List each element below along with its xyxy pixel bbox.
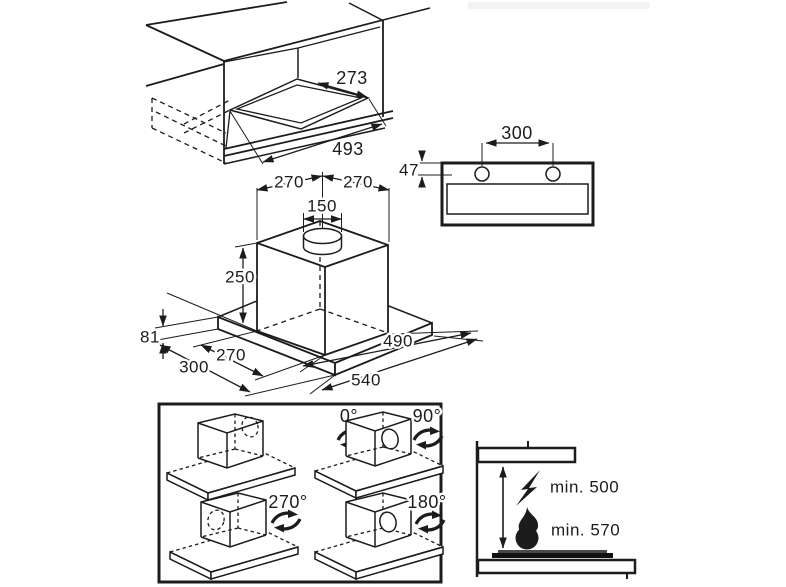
dim-hole-top-offset: 47 xyxy=(399,161,419,180)
clearance-electric-label: min. 500 xyxy=(550,478,619,497)
mounting-hole-left xyxy=(474,166,490,182)
mounting-hole-right xyxy=(545,166,561,182)
dim-base-height: 81 xyxy=(140,328,160,347)
dim-base-width: 540 xyxy=(351,371,381,390)
lightning-icon xyxy=(516,470,540,506)
dim-duct-offset-left: 270 xyxy=(274,173,304,192)
outlet-rotation-panel: 0° 90° 270° 180° xyxy=(157,402,449,584)
dim-hole-spacing: 300 xyxy=(501,123,533,143)
dim-cutout-width: 493 xyxy=(332,139,364,159)
outlet-hole-0-hidden xyxy=(241,416,259,438)
rotation-label-270: 270° xyxy=(268,492,307,512)
hood-side-profile xyxy=(476,446,577,464)
front-view-diagram: 300 47 xyxy=(397,121,595,227)
dim-duct-offset-right: 270 xyxy=(343,173,373,192)
cabinet-cutout-diagram: 273 493 xyxy=(145,1,431,165)
dim-body-width: 490 xyxy=(383,332,413,351)
rotation-label-180: 180° xyxy=(407,492,446,512)
cooktop-surface-top xyxy=(498,550,607,553)
outlet-hole-90 xyxy=(381,428,399,450)
hood-isometric-diagram: 270 270 150 250 81 270 300 xyxy=(138,170,484,397)
dim-cutout-depth: 273 xyxy=(336,68,368,88)
clearance-gas-label: min. 570 xyxy=(551,521,620,540)
hidden-edges-dashed xyxy=(151,97,231,164)
clearance-diagram: min. 500 min. 570 xyxy=(475,441,637,579)
cooktop-surface xyxy=(492,553,613,558)
dim-body-depth: 270 xyxy=(216,346,246,365)
countertop xyxy=(476,558,637,575)
hood-hidden-edges xyxy=(256,221,389,334)
dim-duct-diameter: 150 xyxy=(307,197,337,216)
cutout-opening-inner xyxy=(234,84,364,124)
outlet-hole-180 xyxy=(379,511,397,533)
duct-outlet xyxy=(302,227,343,256)
dim-base-depth: 300 xyxy=(179,358,209,377)
faint-watermark xyxy=(468,2,650,9)
cutout-opening-outer xyxy=(227,78,371,130)
dim-body-height: 250 xyxy=(225,268,255,287)
flame-icon xyxy=(515,507,539,550)
outlet-hole-270-hidden xyxy=(207,509,225,531)
rotation-label-90: 90° xyxy=(413,406,442,426)
